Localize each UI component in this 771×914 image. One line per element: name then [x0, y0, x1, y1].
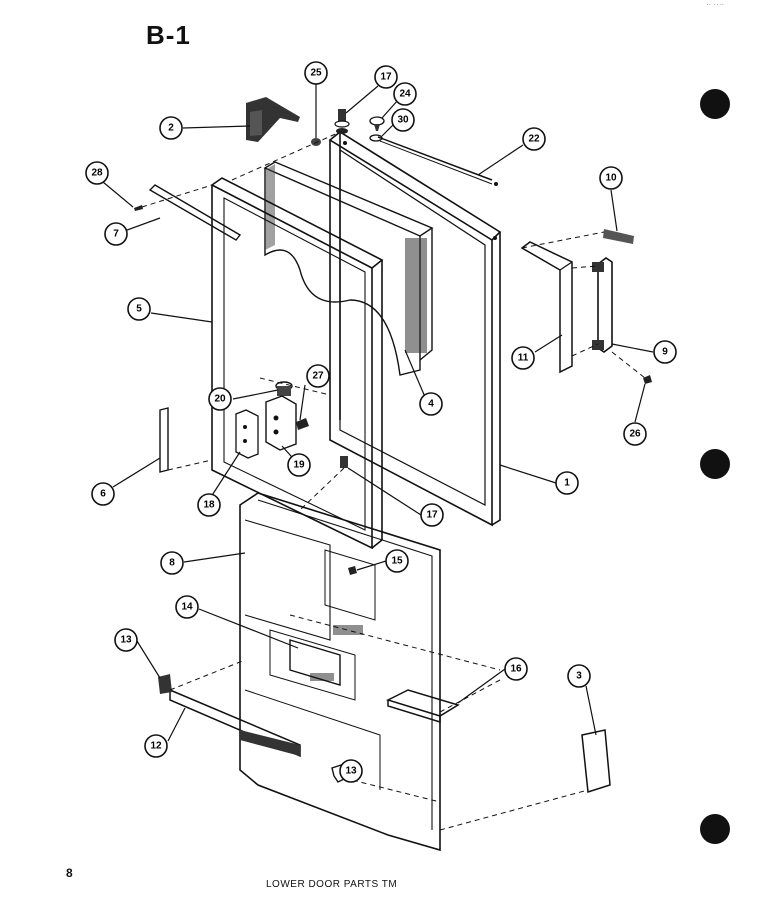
- callout-17-bottom: 17: [420, 503, 444, 527]
- part-plate-18: [235, 409, 259, 459]
- part-door-outer-panel: [328, 131, 502, 527]
- svg-text:17: 17: [380, 72, 392, 83]
- callout-13-left: 13: [114, 628, 138, 652]
- callout-8: 8: [160, 551, 184, 575]
- svg-text:30: 30: [397, 115, 409, 126]
- part-cap-24: [369, 116, 385, 131]
- svg-text:17: 17: [426, 510, 438, 521]
- svg-text:9: 9: [662, 347, 668, 358]
- svg-text:18: 18: [203, 500, 215, 511]
- callout-1: 1: [555, 471, 579, 495]
- svg-text:11: 11: [518, 353, 529, 364]
- svg-text:7: 7: [113, 229, 119, 240]
- part-screw-27: [296, 418, 309, 430]
- callout-5: 5: [127, 297, 151, 321]
- svg-text:2: 2: [168, 123, 174, 134]
- part-plate-10: [603, 229, 634, 244]
- callout-24: 24: [393, 82, 417, 106]
- part-screw-26: [643, 375, 652, 384]
- svg-text:27: 27: [312, 371, 324, 382]
- callout-7: 7: [104, 222, 128, 246]
- callout-6: 6: [91, 482, 115, 506]
- svg-text:14: 14: [181, 602, 193, 613]
- part-screw-28: [134, 205, 143, 211]
- callout-30: 30: [391, 108, 415, 132]
- callout-16: 16: [504, 657, 528, 681]
- binder-hole-top: [700, 89, 730, 119]
- callout-17-top: 17: [374, 65, 398, 89]
- svg-text:12: 12: [150, 741, 162, 752]
- part-bushing-25: [311, 138, 321, 146]
- svg-text:25: 25: [310, 68, 322, 79]
- part-strip-6: [159, 407, 169, 473]
- svg-text:13: 13: [120, 635, 132, 646]
- part-clip-13a: [158, 674, 172, 694]
- callout-28: 28: [85, 161, 109, 185]
- part-pivot-20: [275, 381, 293, 396]
- part-top-strip: [377, 136, 498, 186]
- callout-2: 2: [159, 116, 183, 140]
- part-hinge-bracket: [246, 97, 300, 142]
- svg-text:15: 15: [391, 556, 403, 567]
- svg-text:28: 28: [91, 168, 103, 179]
- callout-11: 11: [511, 346, 535, 370]
- callout-27: 27: [306, 364, 330, 388]
- callout-15: 15: [385, 549, 409, 573]
- callout-20: 20: [208, 387, 232, 411]
- part-handle: [592, 257, 613, 353]
- callout-25: 25: [304, 61, 328, 85]
- svg-text:19: 19: [293, 460, 305, 471]
- page-number: 8: [66, 866, 73, 880]
- svg-text:24: 24: [399, 89, 411, 100]
- part-washer-30: [369, 134, 383, 142]
- svg-text:3: 3: [576, 671, 582, 682]
- part-rail-12: [169, 688, 301, 758]
- callout-3: 3: [567, 664, 591, 688]
- svg-text:10: 10: [605, 173, 617, 184]
- callout-22: 22: [522, 127, 546, 151]
- svg-text:8: 8: [169, 558, 175, 569]
- callout-12: 12: [144, 734, 168, 758]
- leader-lines: [102, 84, 654, 776]
- callout-4: 4: [419, 392, 443, 416]
- part-door-liner: [239, 492, 441, 852]
- assembly-dashes: [141, 131, 646, 831]
- part-pivot-bottom: [340, 456, 348, 468]
- callout-9: 9: [653, 340, 677, 364]
- callout-26: 26: [623, 422, 647, 446]
- binder-hole-bottom: [700, 814, 730, 844]
- callout-19: 19: [287, 453, 311, 477]
- svg-text:16: 16: [510, 664, 522, 675]
- part-strip-7: [148, 184, 242, 241]
- svg-text:26: 26: [629, 429, 641, 440]
- part-3: [581, 729, 611, 793]
- svg-text:4: 4: [428, 399, 434, 410]
- part-tray-16: [385, 689, 460, 724]
- part-bracket-14: [289, 639, 341, 686]
- callout-10: 10: [599, 166, 623, 190]
- svg-text:6: 6: [100, 489, 106, 500]
- part-handle-mount: [520, 241, 573, 374]
- part-screw-15: [348, 566, 357, 575]
- svg-text:1: 1: [564, 478, 570, 489]
- binder-hole-middle: [700, 449, 730, 479]
- page-caption: LOWER DOOR PARTS TM: [266, 879, 398, 890]
- svg-text:22: 22: [528, 134, 540, 145]
- callout-18: 18: [197, 493, 221, 517]
- svg-text:20: 20: [214, 394, 226, 405]
- corner-mark: ·· ····: [706, 0, 725, 9]
- part-bracket-19: [265, 395, 297, 451]
- svg-text:5: 5: [136, 304, 142, 315]
- part-insulation: [263, 161, 434, 376]
- callout-14: 14: [175, 595, 199, 619]
- callout-13-bottom: 13: [339, 759, 363, 783]
- sheet-title: B-1: [146, 20, 191, 50]
- svg-text:13: 13: [345, 766, 357, 777]
